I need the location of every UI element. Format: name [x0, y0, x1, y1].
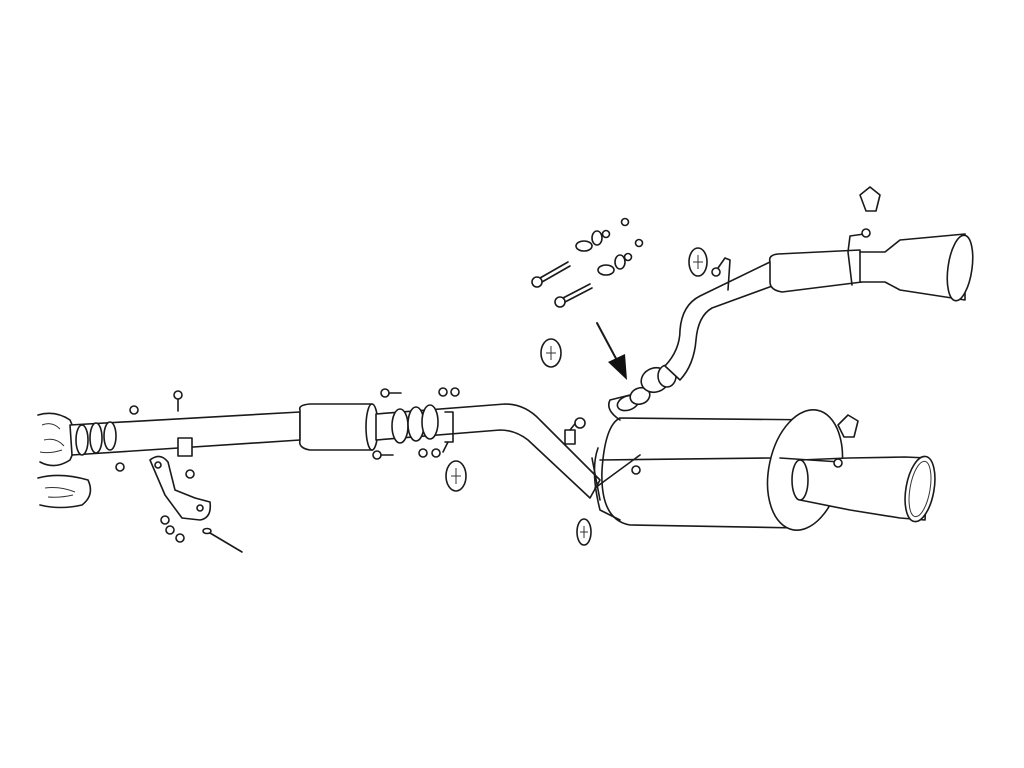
pipe-bracket [149, 455, 243, 553]
lower-tail-tip [779, 455, 936, 523]
rubber-hangers [445, 186, 881, 546]
upper-tail-pipe [664, 228, 974, 381]
small-fasteners [115, 387, 460, 479]
hardware-bolts-springs [531, 217, 644, 308]
indicator-arrow [596, 322, 627, 380]
front-pipe [69, 411, 301, 457]
mid-pipe [375, 403, 601, 499]
rear-muffler [591, 394, 844, 531]
center-resonator [298, 403, 379, 451]
